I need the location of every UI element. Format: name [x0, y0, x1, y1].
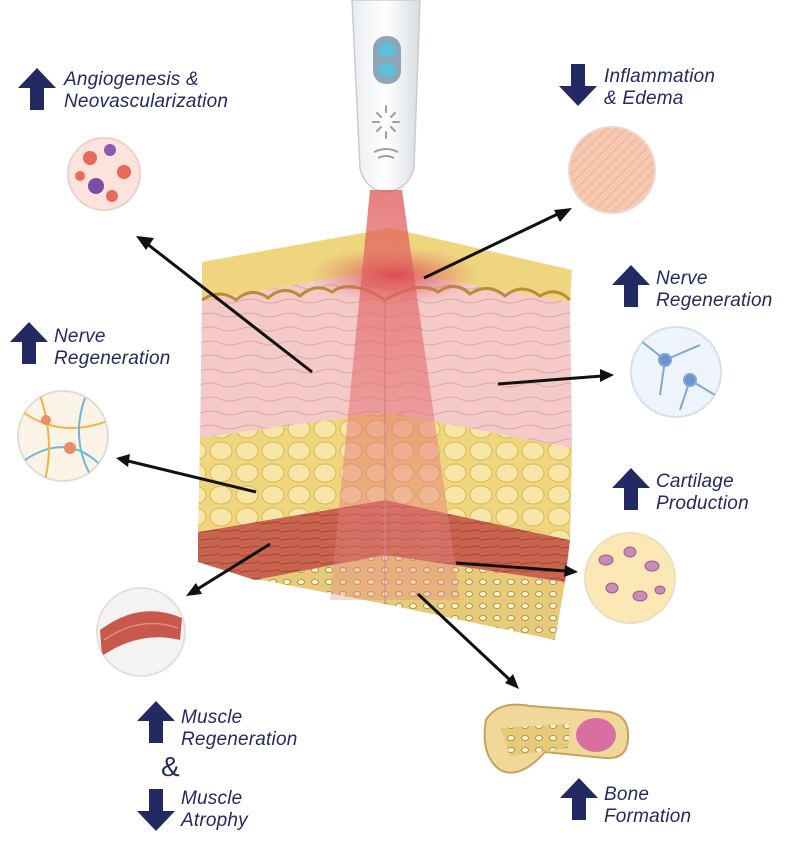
up-arrow-icon	[612, 468, 650, 510]
arrow-inflammation	[423, 208, 572, 280]
effect-arrows	[116, 208, 614, 689]
nerve-cells-right-inset	[630, 326, 722, 418]
arrow-angiogenesis	[136, 236, 313, 374]
arrow-bone	[416, 592, 519, 689]
cartilage-inset	[584, 532, 676, 624]
up-arrow-icon	[10, 322, 48, 364]
arrow-nerve-right	[497, 369, 614, 386]
tissue-block	[198, 190, 572, 640]
ampersand: &	[161, 751, 180, 782]
label-angiogenesis: Angiogenesis &Neovascularization	[64, 69, 229, 112]
up-arrow-icon	[137, 701, 175, 743]
direction-indicators	[10, 64, 650, 831]
arrow-cartilage	[455, 561, 578, 577]
skin-tissue-inset	[568, 126, 656, 214]
up-arrow-icon	[560, 778, 598, 820]
down-arrow-icon	[559, 64, 597, 106]
blood-cells-inset	[67, 137, 141, 211]
down-arrow-icon	[137, 789, 175, 831]
arrow-nerve-left	[116, 454, 257, 494]
arrow-muscle	[186, 542, 271, 596]
label-inflammation: Inflammation& Edema	[604, 66, 716, 109]
muscle-fiber-inset	[96, 587, 186, 677]
bone-inset	[483, 703, 630, 774]
up-arrow-icon	[612, 265, 650, 307]
up-arrow-icon	[18, 68, 56, 110]
device-icon	[351, 0, 421, 193]
nerve-cells-left-inset	[17, 390, 109, 482]
